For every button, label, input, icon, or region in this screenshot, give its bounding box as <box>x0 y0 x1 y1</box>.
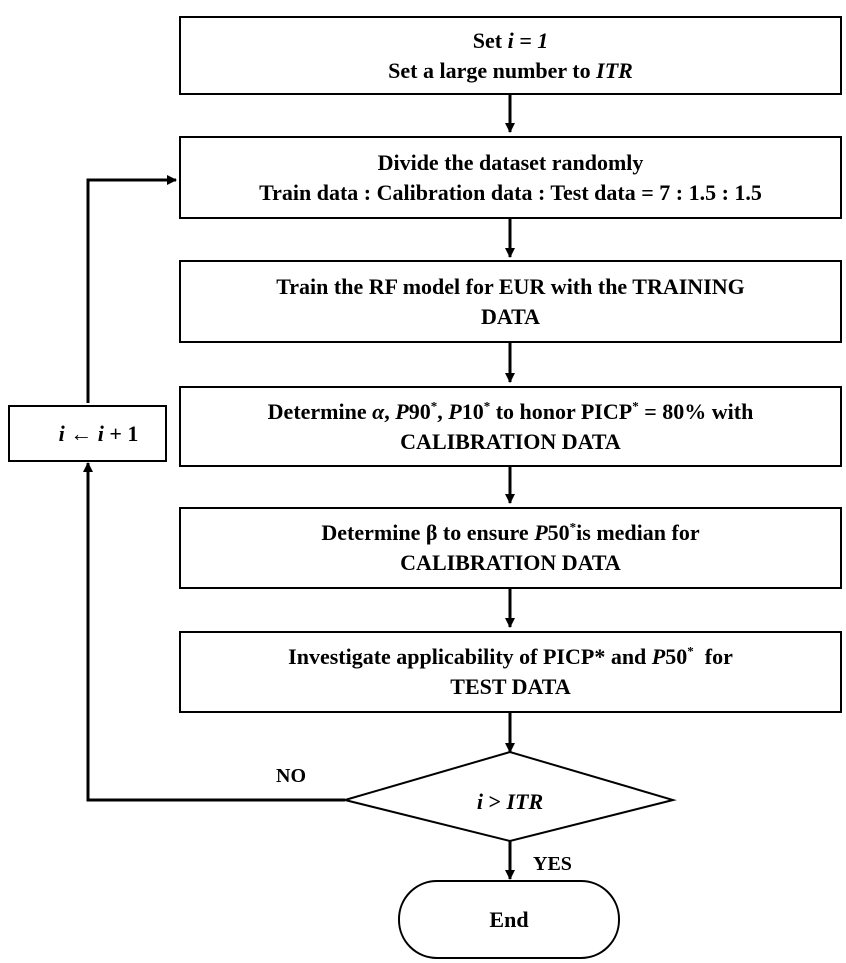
no-label: NO <box>276 765 306 787</box>
test-p50-letter: P <box>651 644 666 669</box>
test-pre: Investigate applicability of PICP* and <box>288 644 652 669</box>
beta-post: is median for <box>576 520 700 545</box>
decision-op: > <box>482 789 507 814</box>
beta-line-1: Determine β to ensure P50*is median for <box>321 518 699 548</box>
p10-star: * <box>483 398 491 414</box>
test-step-box: Investigate applicability of PICP* and P… <box>179 631 842 713</box>
alpha-symbol: α <box>372 398 385 424</box>
test-p50-number: 50 <box>665 644 688 669</box>
end-terminal <box>398 880 620 959</box>
p50-letter: P <box>534 520 548 545</box>
beta-pre: Determine β to ensure <box>321 520 535 545</box>
yes-label: YES <box>533 853 572 875</box>
test-line-2: TEST DATA <box>450 674 571 699</box>
decision-itr: ITR <box>506 789 544 814</box>
beta-line-2: CALIBRATION DATA <box>400 550 621 575</box>
init-line-1: Set i = 1 <box>473 26 548 56</box>
alpha-line-1: Determine α, P90*, P10* to honor PICP* =… <box>268 397 754 427</box>
test-line-1: Investigate applicability of PICP* and P… <box>288 642 733 672</box>
init-line-2: Set a large number to ITR <box>388 56 633 86</box>
test-p50-star: * <box>687 643 694 659</box>
loop-increment-box: i ← i + 1 <box>8 405 167 462</box>
arrow-loop-to-divide <box>86 175 177 403</box>
init-line-1-math: i = 1 <box>507 27 549 53</box>
divide-step-box: Divide the dataset randomly Train data :… <box>179 136 842 219</box>
loop-i: i <box>58 420 65 446</box>
alpha-step-box: Determine α, P90*, P10* to honor PICP* =… <box>179 386 842 467</box>
loop-expression: i ← i + 1 <box>37 389 139 479</box>
train-line-1: Train the RF model for EUR with the TRAI… <box>276 273 745 299</box>
train-line-2: DATA <box>480 303 541 329</box>
p50-number: 50 <box>547 520 570 545</box>
p10-number: 10 <box>461 398 484 424</box>
arrow-decision-to-loop <box>83 462 345 802</box>
alpha-line-2: CALIBRATION DATA <box>400 428 621 454</box>
alpha-pre: Determine <box>267 398 373 424</box>
init-step-box: Set i = 1 Set a large number to ITR <box>179 16 842 95</box>
p90-number: 90 <box>408 398 431 424</box>
alpha-tail: = 80% with <box>638 398 754 424</box>
test-post: for <box>693 644 733 669</box>
init-line-1-text: Set <box>472 27 508 53</box>
divide-line-1: Divide the dataset randomly <box>377 149 644 175</box>
beta-step-box: Determine β to ensure P50*is median for … <box>179 507 842 589</box>
loop-i-2: i <box>97 420 104 446</box>
loop-plus: + 1 <box>103 420 139 446</box>
picp-star: * <box>632 398 639 414</box>
p90-letter: P <box>395 398 409 424</box>
train-step-box: Train the RF model for EUR with the TRAI… <box>179 260 842 343</box>
alpha-sep-1: , <box>384 398 396 424</box>
p50-star: * <box>569 519 577 535</box>
p90-star: * <box>430 398 438 414</box>
init-line-2-math: ITR <box>596 57 633 83</box>
decision-i: i <box>476 789 483 814</box>
decision-condition: i > ITR <box>430 782 590 822</box>
init-line-2-text: Set a large number to <box>388 57 597 83</box>
loop-arrow: ← <box>70 420 93 446</box>
divide-line-2: Train data : Calibration data : Test dat… <box>259 179 762 205</box>
end-label: End <box>489 906 529 932</box>
decision-diamond <box>341 750 677 843</box>
alpha-sep-2: , <box>437 398 449 424</box>
alpha-post: to honor PICP <box>490 398 633 424</box>
p10-letter: P <box>448 398 462 424</box>
